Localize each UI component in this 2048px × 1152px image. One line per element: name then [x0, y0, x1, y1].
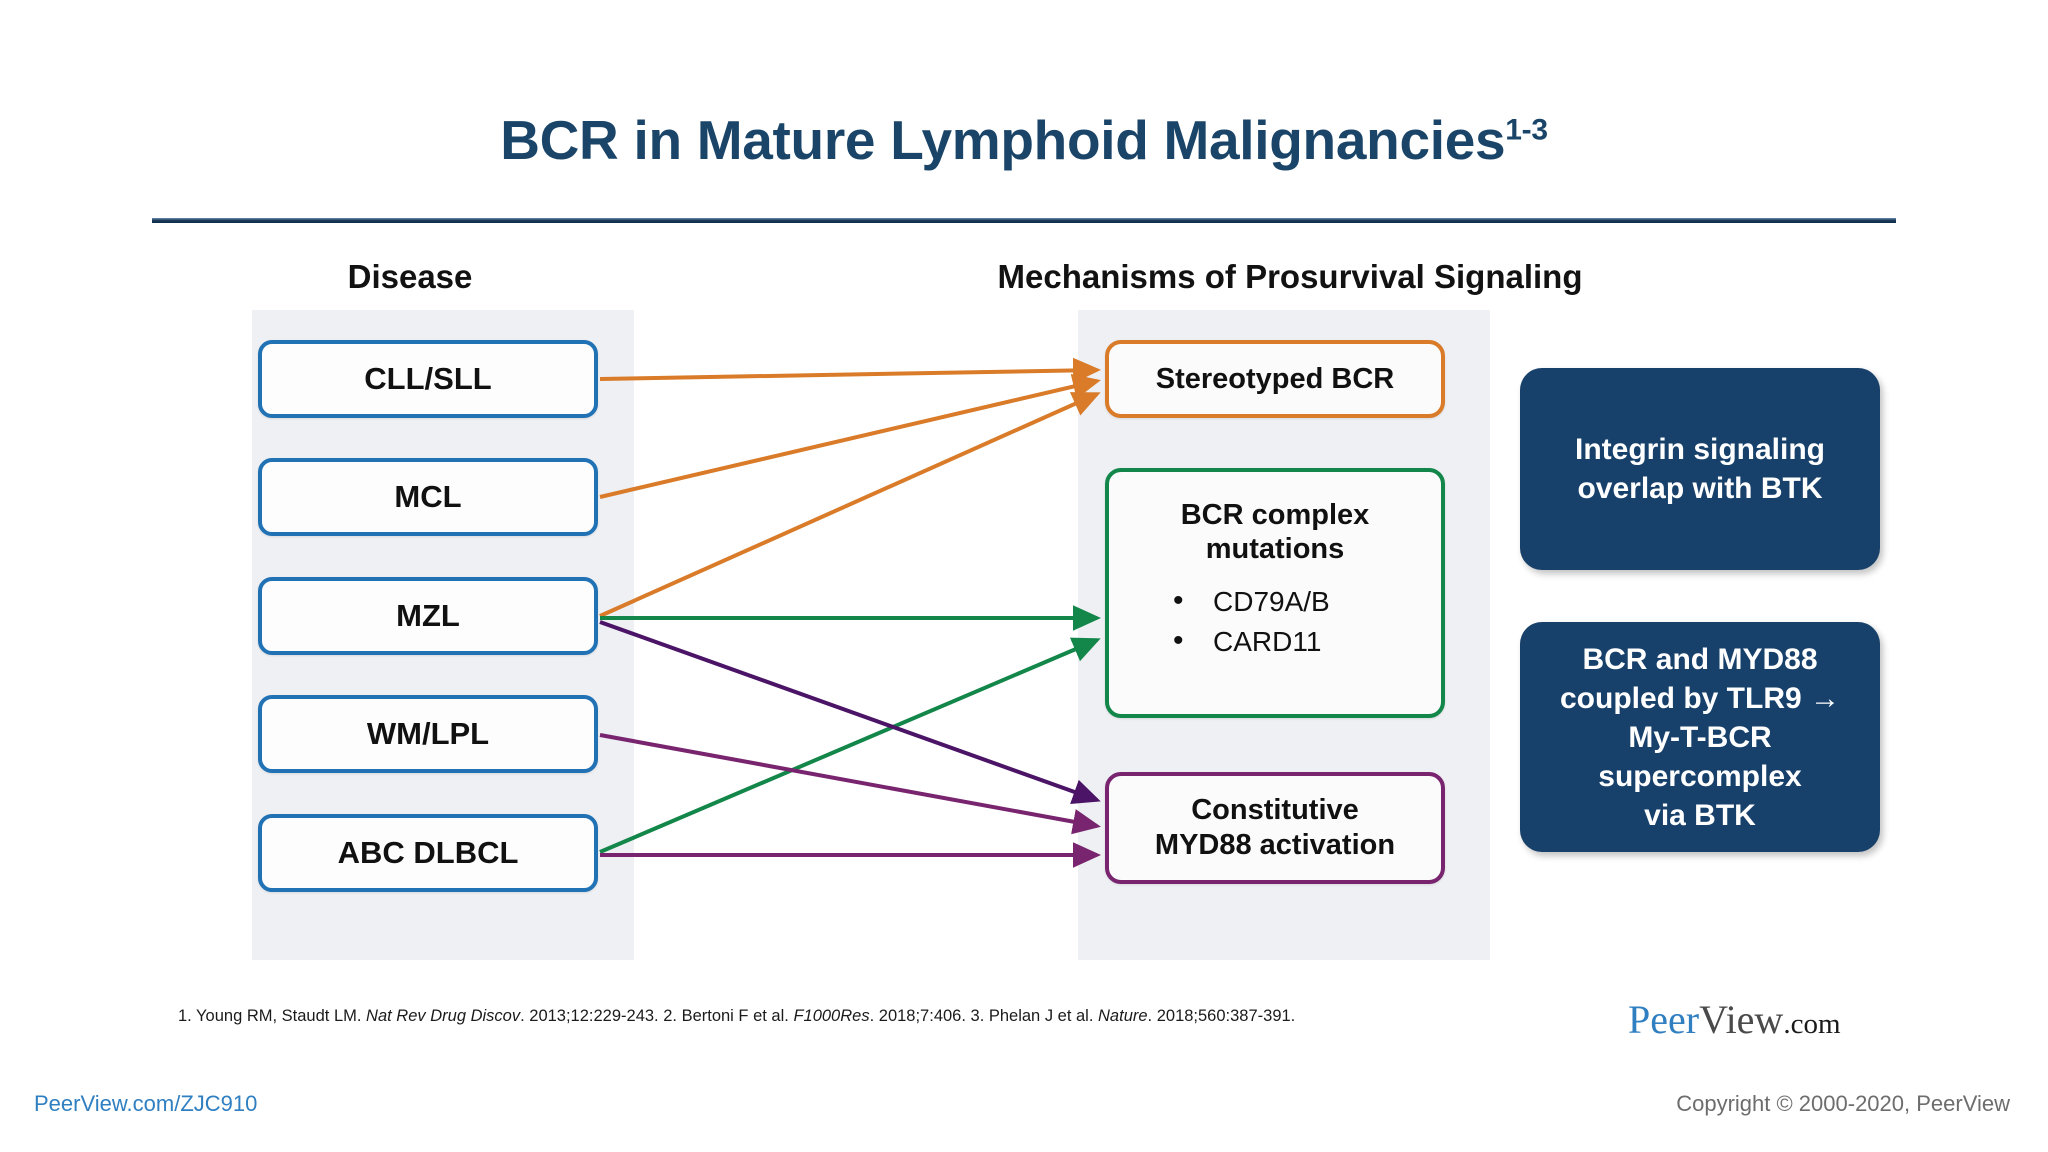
callout-line1: Integrin signaling — [1574, 433, 1825, 466]
mechanism-box-constitutive-myd88[interactable]: Constitutive MYD88 activation — [1105, 772, 1445, 884]
column-header-mechanisms: Mechanisms of Prosurvival Signaling — [997, 258, 1583, 295]
disease-box-wm-lpl[interactable]: WM/LPL — [258, 695, 598, 773]
page-title-superscript: 1-3 — [1505, 113, 1548, 147]
arrow-mcl-stereotyped — [599, 373, 1101, 499]
callout-text: Integrin signaling overlap with BTK — [1575, 430, 1825, 508]
disease-box-mzl[interactable]: MZL — [258, 577, 598, 655]
disease-box-abc-dlbcl[interactable]: ABC DLBCL — [258, 814, 598, 892]
callout-line2: overlap with BTK — [1577, 472, 1823, 505]
citation-ref2-prefix: 2. Bertoni F et al. — [663, 1007, 794, 1025]
logo-view-text: View — [1699, 997, 1784, 1042]
citation-ref1-suffix: . 2013;12:229-243. — [520, 1007, 664, 1025]
citation-ref3-suffix: . 2018;560:387-391. — [1147, 1007, 1296, 1025]
callout-text: BCR and MYD88 coupled by TLR9 → My-T-BCR… — [1560, 640, 1840, 835]
page-title-text: BCR in Mature Lymphoid Malignancies — [500, 109, 1506, 171]
citation-references: 1. Young RM, Staudt LM. Nat Rev Drug Dis… — [178, 1005, 1538, 1028]
disease-box-mcl[interactable]: MCL — [258, 458, 598, 536]
citation-ref3-prefix: 3. Phelan J et al. — [970, 1007, 1099, 1025]
citation-ref2-journal: F1000Res — [793, 1007, 870, 1025]
logo-peer-text: Peer — [1628, 997, 1700, 1042]
mechanism-title-line2: mutations — [1205, 533, 1345, 566]
callout-line4: supercomplex — [1598, 759, 1802, 793]
callout-line5: via BTK — [1644, 798, 1756, 832]
mechanism-label: Stereotyped BCR — [1155, 362, 1395, 395]
citation-ref3-journal: Nature — [1098, 1007, 1148, 1025]
citation-ref1-journal: Nat Rev Drug Discov — [366, 1007, 521, 1025]
mechanism-box-stereotyped-bcr[interactable]: Stereotyped BCR — [1105, 340, 1445, 418]
list-item: CARD11 — [1167, 620, 1441, 662]
arrow-mzl-myd88 — [599, 620, 1101, 804]
title-divider — [152, 218, 1896, 223]
mechanism-title-line1: BCR complex — [1180, 499, 1370, 531]
arrow-abcdlbcl-complex — [599, 637, 1101, 854]
column-header-disease: Disease — [347, 258, 473, 295]
list-item: CD79A/B — [1167, 580, 1441, 622]
logo-com-text: .com — [1783, 1008, 1841, 1040]
disease-label: CLL/SLL — [364, 361, 492, 396]
mechanism-box-bcr-complex-mutations[interactable]: BCR complex mutations CD79A/B CARD11 — [1105, 468, 1445, 718]
disease-box-cll-sll[interactable]: CLL/SLL — [258, 340, 598, 418]
footer-course-link[interactable]: PeerView.com/ZJC910 — [34, 1091, 258, 1116]
callout-line1: BCR and MYD88 — [1582, 642, 1818, 676]
peerview-logo: PeerView.com — [1628, 996, 1841, 1043]
disease-label: MCL — [394, 479, 462, 514]
footer-copyright: Copyright © 2000-2020, PeerView — [1676, 1091, 2010, 1116]
callout-integrin-signaling[interactable]: Integrin signaling overlap with BTK — [1520, 368, 1880, 570]
arrow-cllsll-stereotyped — [599, 357, 1101, 384]
arrow-mzl-stereotyped — [599, 392, 1101, 618]
mechanism-title: BCR complex mutations — [1109, 498, 1441, 566]
disease-label: WM/LPL — [366, 716, 490, 751]
mechanism-label-line1: Constitutive — [1191, 793, 1359, 826]
mechanism-bullet-list: CD79A/B CARD11 — [1167, 580, 1441, 662]
callout-bcr-myd88-tlr9[interactable]: BCR and MYD88 coupled by TLR9 → My-T-BCR… — [1520, 622, 1880, 852]
callout-line3: My-T-BCR — [1628, 720, 1772, 754]
mechanism-label-line2: MYD88 activation — [1154, 829, 1396, 861]
callout-line2: coupled by TLR9 → — [1559, 681, 1841, 715]
citation-ref2-suffix: . 2018;7:406. — [869, 1007, 971, 1025]
disease-label: ABC DLBCL — [337, 835, 519, 870]
citation-ref1-prefix: 1. Young RM, Staudt LM. — [178, 1007, 367, 1025]
arrow-wmlpl-myd88 — [599, 733, 1101, 835]
disease-label: MZL — [396, 598, 460, 633]
page-title: BCR in Mature Lymphoid Malignancies1-3 — [0, 108, 2048, 172]
mechanism-label-wrapper: Constitutive MYD88 activation — [1155, 793, 1395, 864]
